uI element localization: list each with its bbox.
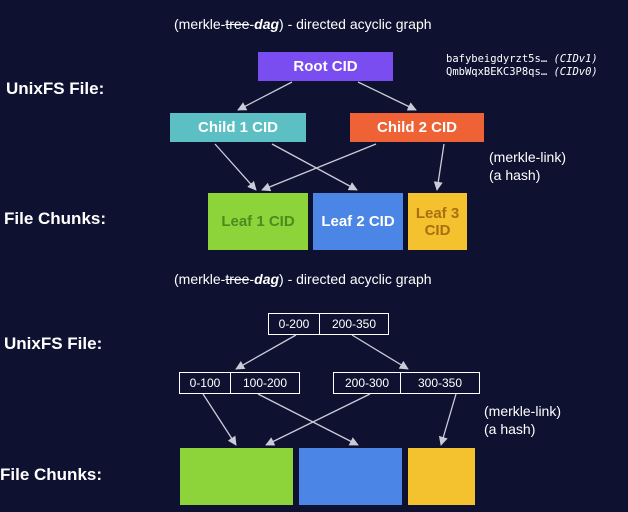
top-unixfs-file-label: UnixFS File: (6, 79, 105, 98)
bottom-diagram-title: (merkle-tree-dag) - directed acyclic gra… (174, 271, 432, 287)
arrow-root-range-to-child2 (351, 334, 409, 370)
top-file-chunks-label: File Chunks: (4, 209, 107, 228)
arrow-child2-to-leaf1 (261, 143, 377, 192)
cid-v1-value: bafybeigdyrzt5s… (446, 53, 548, 65)
root-range-box: 0-200 200-350 (268, 313, 389, 335)
leaf-3-cid-label-line-2: CID (424, 221, 451, 239)
leaf-3-cid-label-line-1: Leaf 3 (415, 204, 460, 222)
chunk-1-block (180, 448, 293, 505)
title-dag-word: dag (254, 16, 280, 32)
child-1-range-2: 100-200 (230, 373, 299, 393)
child-2-range-box: 200-300 300-350 (333, 372, 480, 394)
child-2-cid-label: Child 2 CID (376, 119, 457, 136)
leaf-1-cid-node: Leaf 1 CID (208, 193, 308, 250)
child-1-range-box: 0-100 100-200 (179, 372, 300, 394)
arrow-child1-to-leaf2 (271, 143, 358, 191)
arrow-child2-to-chunk1 (265, 393, 371, 446)
bottom-unixfs-file-label: UnixFS File: (4, 334, 103, 353)
leaf-3-cid-node: Leaf 3 CID (408, 193, 467, 250)
top-diagram-title: (merkle-tree-dag) - directed acyclic gra… (174, 16, 432, 32)
root-range-2: 200-350 (319, 314, 388, 334)
bottom-merkle-link-note: (merkle-link) (a hash) (484, 402, 561, 438)
child-1-cid-label: Child 1 CID (197, 119, 278, 136)
arrow-root-to-child1 (237, 81, 293, 111)
arrow-root-to-child2 (357, 81, 417, 111)
title-prefix: (merkle- (174, 271, 226, 287)
title-dash: - (249, 16, 255, 32)
cid-versions: bafybeigdyrzt5s… (CIDv1) QmbWqxBEKC3P8qs… (446, 53, 598, 79)
title-suffix: ) - directed acyclic graph (279, 16, 432, 32)
cid-v1-line: bafybeigdyrzt5s… (CIDv1) (446, 53, 598, 66)
chunk-3-block (408, 448, 475, 505)
cid-v1-tag: (CIDv1) (553, 53, 598, 65)
chunk-2-block (299, 448, 402, 505)
title-strike-word: tree (225, 271, 250, 287)
cid-v0-value: QmbWqxBEKC3P8qs… (446, 66, 548, 78)
leaf-1-cid-label: Leaf 1 CID (221, 213, 295, 230)
leaf-2-cid-label: Leaf 2 CID (321, 213, 395, 230)
bottom-file-chunks-label: File Chunks: (0, 465, 103, 484)
arrow-child1-to-leaf1 (214, 143, 257, 191)
root-cid-label: Root CID (293, 58, 358, 75)
arrow-child2-to-leaf3 (433, 143, 445, 191)
child-2-cid-node: Child 2 CID (350, 113, 484, 142)
child-2-range-1: 200-300 (344, 376, 390, 390)
title-strike-word: tree (225, 16, 250, 32)
arrow-child1-to-chunk1 (202, 393, 237, 446)
title-dag-word: dag (254, 271, 280, 287)
arrow-root-range-to-child1 (235, 334, 297, 370)
root-cid-node: Root CID (258, 52, 393, 81)
arrow-child2-to-chunk3 (438, 393, 457, 446)
title-suffix: ) - directed acyclic graph (279, 271, 432, 287)
child-1-cid-node: Child 1 CID (170, 113, 306, 142)
arrow-child1-to-chunk2 (257, 393, 359, 446)
title-dash: - (249, 271, 255, 287)
cid-v0-tag: (CIDv0) (553, 66, 598, 78)
title-prefix: (merkle- (174, 16, 226, 32)
root-range-1: 0-200 (278, 317, 310, 331)
note-line-2: (a hash) (484, 421, 536, 437)
top-merkle-link-note: (merkle-link) (a hash) (489, 148, 566, 184)
cid-v0-line: QmbWqxBEKC3P8qs… (CIDv0) (446, 66, 598, 79)
note-line-1: (merkle-link) (484, 403, 561, 419)
child-1-range-1: 0-100 (189, 376, 221, 390)
note-line-1: (merkle-link) (489, 149, 566, 165)
leaf-2-cid-node: Leaf 2 CID (313, 193, 403, 250)
child-2-range-2: 300-350 (400, 373, 479, 393)
note-line-2: (a hash) (489, 167, 541, 183)
